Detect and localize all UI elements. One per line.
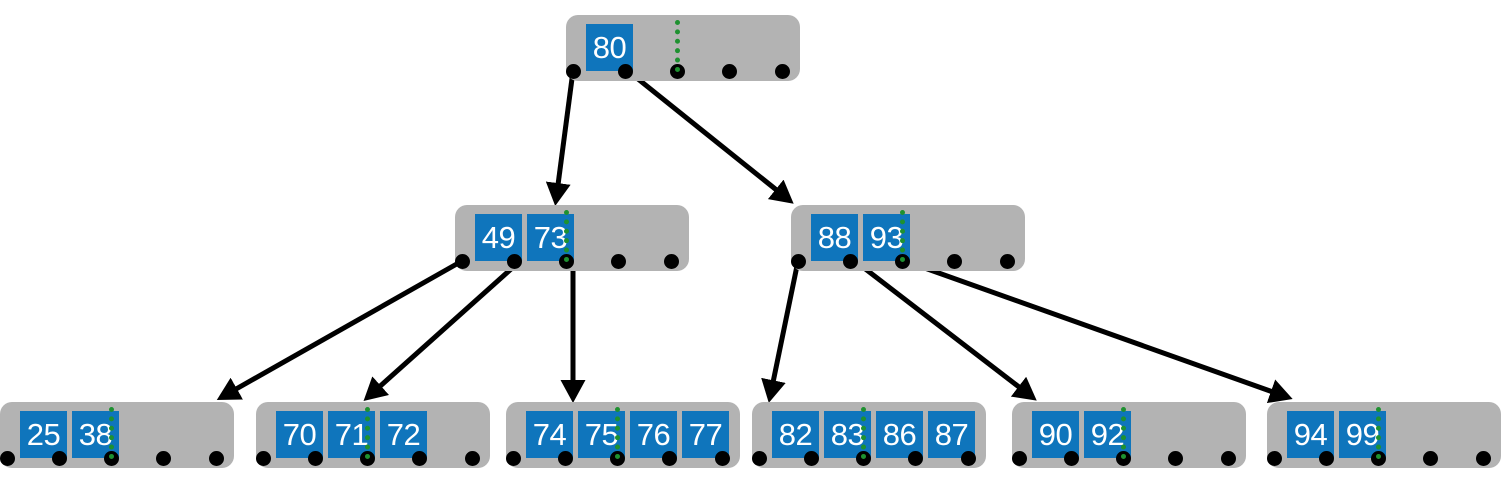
btree-pointer-dot[interactable] <box>454 254 470 269</box>
btree-pointer-dot[interactable] <box>464 451 480 466</box>
btree-edge <box>853 259 1037 401</box>
btree-split-marker <box>564 210 569 262</box>
btree-pointer-dot[interactable] <box>565 64 581 79</box>
btree-edge <box>904 258 1293 404</box>
btree-pointer-dot[interactable] <box>208 451 224 466</box>
btree-split-marker <box>1121 407 1126 459</box>
btree-pointer-dot[interactable] <box>774 64 790 79</box>
btree-edge <box>363 259 522 402</box>
btree-node-root[interactable]: 80 <box>565 15 800 81</box>
btree-pointer-dot[interactable] <box>506 254 522 269</box>
btree-edge <box>545 70 576 206</box>
btree-split-marker <box>861 407 866 459</box>
btree-pointer-dot[interactable] <box>557 451 573 466</box>
btree-edge <box>626 69 794 204</box>
btree-pointer-dot[interactable] <box>412 451 428 466</box>
btree-key-cell[interactable]: 86 <box>876 411 923 458</box>
btree-split-marker <box>900 210 905 262</box>
btree-split-marker <box>675 20 680 72</box>
btree-node-keys: 80 <box>586 24 633 71</box>
btree-pointer-dot[interactable] <box>1266 451 1282 466</box>
btree-split-marker <box>109 407 114 459</box>
btree-key-cell[interactable]: 25 <box>20 411 67 458</box>
btree-edge <box>216 258 464 400</box>
btree-key-cell[interactable]: 74 <box>526 411 573 458</box>
btree-pointer-dot[interactable] <box>617 64 633 79</box>
btree-key-cell[interactable]: 87 <box>928 411 975 458</box>
btree-pointer-dot[interactable] <box>51 451 67 466</box>
btree-key-cell[interactable]: 80 <box>586 24 633 71</box>
btree-key-cell[interactable]: 76 <box>630 411 677 458</box>
btree-pointer-dot[interactable] <box>1318 451 1334 466</box>
btree-split-marker <box>1376 407 1381 459</box>
btree-pointer-dot[interactable] <box>908 451 924 466</box>
btree-edges <box>216 69 1293 404</box>
btree-key-cell[interactable]: 94 <box>1287 411 1334 458</box>
btree-edge <box>761 260 801 403</box>
btree-split-marker <box>365 407 370 459</box>
btree-pointer-dot[interactable] <box>156 451 172 466</box>
btree-pointer-dot[interactable] <box>1423 451 1439 466</box>
btree-pointer-dot[interactable] <box>842 254 858 269</box>
btree-pointer-dot[interactable] <box>505 451 521 466</box>
btree-key-cell[interactable]: 77 <box>682 411 729 458</box>
btree-pointer-dot[interactable] <box>1475 451 1491 466</box>
btree-pointer-dot[interactable] <box>611 254 627 269</box>
btree-key-cell[interactable]: 70 <box>276 411 323 458</box>
btree-pointer-dot[interactable] <box>307 451 323 466</box>
btree-pointer-dot[interactable] <box>803 451 819 466</box>
btree-pointer-dot[interactable] <box>960 451 976 466</box>
btree-pointer-dot[interactable] <box>1011 451 1027 466</box>
btree-pointer-dot[interactable] <box>662 451 678 466</box>
btree-pointer-dot[interactable] <box>0 451 15 466</box>
btree-key-cell[interactable]: 90 <box>1032 411 1079 458</box>
btree-split-marker <box>615 407 620 459</box>
btree-pointer-dot[interactable] <box>947 254 963 269</box>
btree-pointer-dot[interactable] <box>999 254 1015 269</box>
btree-pointer-dot[interactable] <box>1063 451 1079 466</box>
btree-pointer-dot[interactable] <box>255 451 271 466</box>
btree-key-cell[interactable]: 49 <box>475 214 522 261</box>
btree-key-cell[interactable]: 72 <box>380 411 427 458</box>
btree-pointer-dot[interactable] <box>714 451 730 466</box>
btree-key-cell[interactable]: 82 <box>772 411 819 458</box>
btree-pointer-dot[interactable] <box>722 64 738 79</box>
btree-pointer-dot[interactable] <box>751 451 767 466</box>
btree-pointer-dot[interactable] <box>1168 451 1184 466</box>
btree-pointer-dot[interactable] <box>663 254 679 269</box>
btree-pointer-dot[interactable] <box>790 254 806 269</box>
btree-key-cell[interactable]: 88 <box>811 214 858 261</box>
btree-pointer-dot[interactable] <box>1220 451 1236 466</box>
